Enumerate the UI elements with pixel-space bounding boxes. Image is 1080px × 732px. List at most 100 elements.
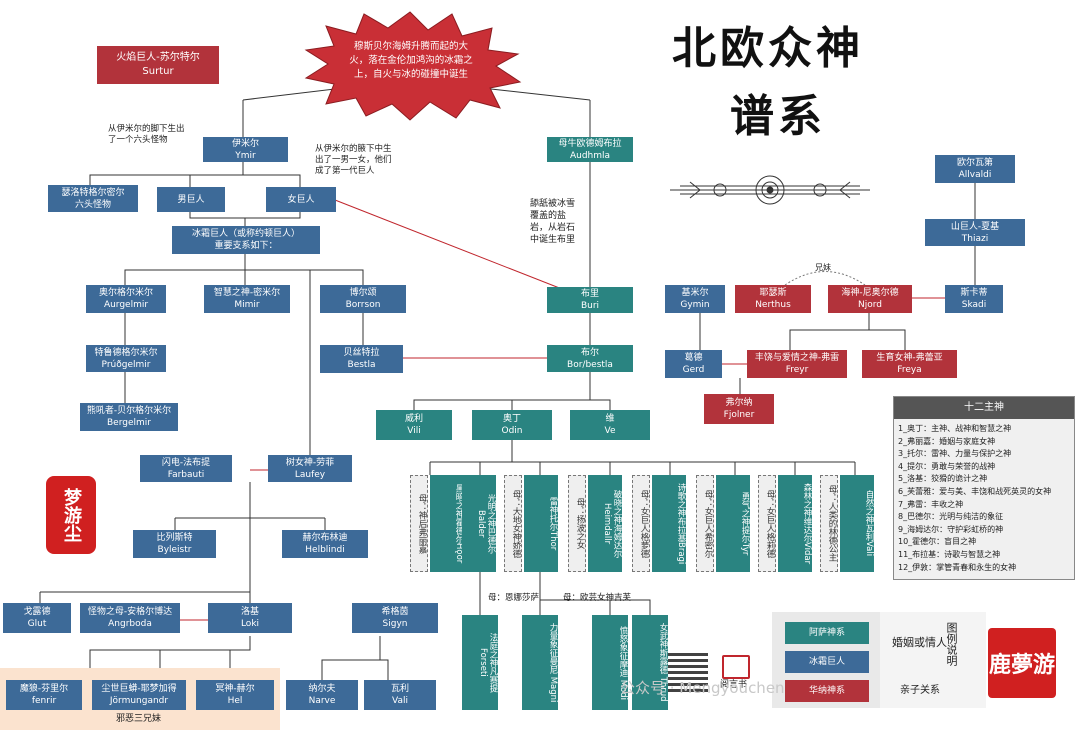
odin-child-node: 诗歌之神布拉基Bragi (652, 475, 686, 572)
note-armpit-3: 成了第一代巨人 (315, 166, 375, 176)
node-vili-en: Vili (407, 426, 421, 436)
legend-frost: 冰霜巨人 (785, 651, 869, 673)
node-freyr-en: Freyr (785, 365, 809, 375)
node-glut-cn: 戈露德 (23, 607, 51, 617)
node-thiazi-cn: 山巨人-夏基 (950, 221, 1000, 232)
node-nerthus-cn: 耶瑟斯 (759, 288, 787, 298)
node-buri-cn: 布里 (580, 289, 599, 299)
odin-child-en: Vali (864, 541, 874, 557)
node-female-giant: 女巨人 (266, 187, 336, 212)
node-modi: 愤怒象征摩迪 Modi (592, 615, 628, 710)
odin-child-mother: 母：神后弗丽嘉 (410, 475, 428, 572)
node-sigyn-cn: 希格茵 (381, 607, 409, 617)
node-fjolner-en: Fjolner (723, 410, 755, 420)
note-lick-1: 舔舐被冰雪 (530, 199, 576, 209)
odin-child-en: Hǫðr (454, 543, 464, 564)
legend-aesir-label: 阿萨神系 (808, 628, 845, 638)
note-lick-4: 中诞生布里 (530, 235, 576, 245)
node-odin-en: Odin (501, 426, 523, 436)
twelve-gods-item: 3_托尔：雷神、力量与保护之神 (898, 449, 1012, 459)
odin-child-en: Balder (476, 509, 486, 538)
node-modi-god: 愤怒象征摩迪 (618, 625, 628, 677)
odin-child-god: 勇气之神提尔 (740, 491, 750, 543)
node-hel-en: Hel (227, 696, 243, 706)
node-ymir-cn: 伊米尔 (231, 138, 259, 149)
odin-child-mother: 母：女巨人希密尔 (696, 475, 714, 572)
odin-child-god: 自然之神瓦利 (864, 490, 874, 542)
node-helblindi-en: Helblindi (305, 545, 345, 555)
qr-label: 阅言书 (720, 680, 748, 690)
twelve-gods-item: 1_奥丁：主神、战神和智慧之神 (898, 424, 1012, 433)
node-loki-cn: 洛基 (240, 607, 259, 617)
note-foot-2: 了一个六头怪物 (108, 135, 168, 145)
node-bergelmir-cn: 熊吼者-贝尔格尔米尔 (86, 406, 172, 416)
node-aurgelmir: 奥尔格尔米尔 Aurgelmir (86, 285, 166, 313)
node-bergelmir-en: Bergelmir (107, 418, 151, 428)
node-aurgelmir-cn: 奥尔格尔米尔 (98, 288, 153, 298)
node-bestla-cn: 贝丝特拉 (343, 348, 380, 358)
fire-ice-burst (304, 11, 522, 121)
legend-kin: 亲子关系 (900, 685, 940, 696)
node-freya-en: Freya (897, 365, 922, 375)
odin-child-god: 破晓之神海姆达尔 (612, 489, 622, 558)
odin-child-node: 勇气之神提尔Tyr (716, 475, 750, 572)
node-bor-en: Bor/bestla (567, 359, 613, 370)
odin-child-mother: 母：女巨人格莉德 (758, 475, 776, 572)
odin-child-god: 黑暗之神霍德尔 (454, 483, 464, 544)
odin-child-god: 光明之神巴德尔 (486, 493, 496, 554)
node-gerd-cn: 葛德 (684, 353, 703, 363)
node-magni: 力量象征曼尼 Magni (522, 615, 558, 710)
node-byleistr-cn: 比列斯特 (156, 533, 193, 543)
odin-child-en: Tyr (740, 542, 750, 556)
node-thrud-en: Thrud (658, 676, 668, 702)
node-aurgelmir-en: Aurgelmir (103, 300, 149, 310)
note-siblings: 兄妹 (815, 263, 831, 272)
odin-child-en: Heimdallr (602, 502, 612, 545)
twelve-gods-item: 6_芙蕾雅：爱与美、丰饶和战死英灵的女神 (898, 486, 1052, 496)
node-fenrir-cn: 魔狼-芬里尔 (19, 684, 69, 694)
note-armpit: 从伊米尔的腋下中生 出了一男一女，他们 成了第一代巨人 (315, 144, 392, 177)
node-narve-en: Narve (308, 696, 336, 706)
node-thrud: 女武神斯露德 Thrud (632, 615, 668, 710)
odin-child-god: 森林之神维达尔 (802, 482, 812, 543)
odin-child-node: 雷神托尔Thor (524, 475, 558, 572)
node-loki-en: Loki (240, 619, 260, 629)
node-narve-cn: 纳尔夫 (308, 684, 336, 694)
odin-child-mother: 母：人类的林德公主 (820, 475, 838, 572)
twelve-gods-item: 11_布拉基：诗歌与智慧之神 (898, 549, 1001, 559)
node-forseti-en: Forseti (478, 648, 488, 677)
node-allvaldi-en: Allvaldi (958, 170, 992, 180)
twelve-gods-item: 7_弗雷：丰收之神 (898, 499, 964, 509)
legend-label: 图例说明 (945, 622, 958, 666)
node-frost-giants: 冰霜巨人（或称约顿巨人）重要支系如下： (172, 226, 320, 254)
note-foot: 从伊米尔的脚下生出 了一个六头怪物 (108, 124, 185, 146)
node-laufey-en: Laufey (294, 469, 326, 480)
node-farbauti-cn: 闪电-法布提 (161, 457, 211, 468)
node-loki: 洛基 Loki (208, 603, 292, 633)
twelve-gods-title: 十二主神 (894, 397, 1074, 419)
node-female-giant-label: 女巨人 (287, 194, 315, 205)
node-gerd-en: Gerd (682, 365, 705, 375)
note-armpit-2: 出了一男一女，他们 (315, 155, 392, 165)
node-frost-l2: 重要支系如下： (214, 241, 278, 251)
node-surtur-cn: 火焰巨人-苏尔特尔 (116, 52, 200, 63)
legend-vanir: 华纳神系 (785, 680, 869, 702)
node-jormungandr-cn: 尘世巨蟒-耶梦加得 (101, 684, 177, 694)
node-glut-en: Glut (27, 619, 47, 629)
seal-right-logo: 鹿夢游 (988, 628, 1056, 698)
node-surtur-en: Surtur (142, 66, 174, 77)
